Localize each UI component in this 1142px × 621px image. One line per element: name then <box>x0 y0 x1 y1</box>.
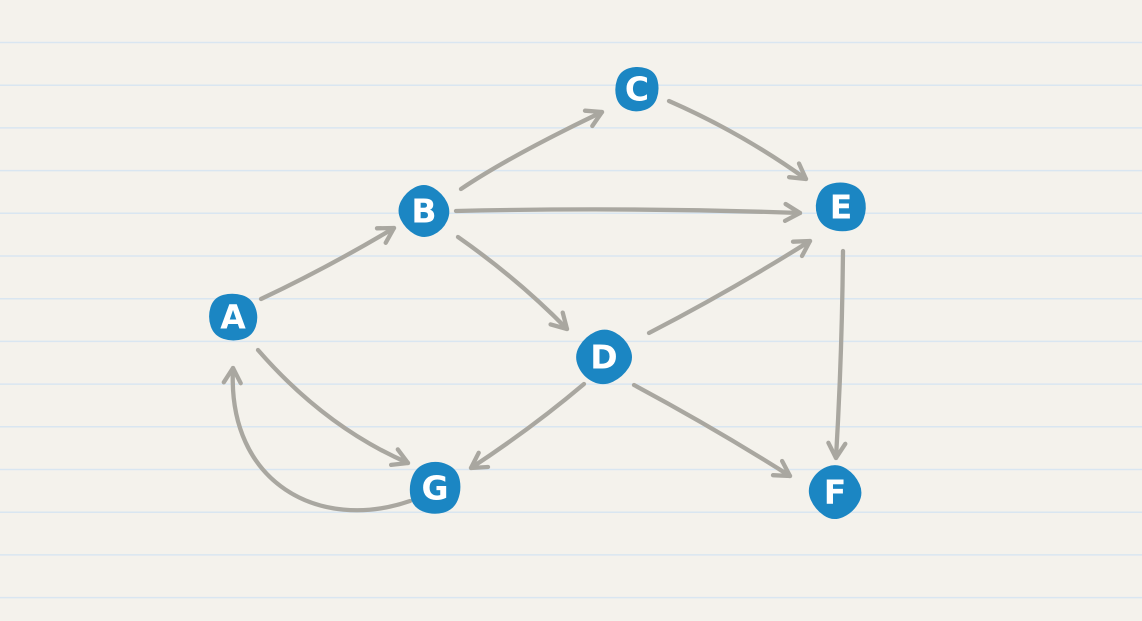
edge-line <box>666 98 809 182</box>
edge-line <box>646 238 813 336</box>
edge-line <box>631 382 793 479</box>
edge-line <box>258 225 397 302</box>
arrowhead-icon <box>790 238 813 259</box>
arrowhead-icon <box>826 440 848 461</box>
edge-line <box>833 248 846 461</box>
edge-line <box>230 365 413 513</box>
node-circle <box>815 182 866 232</box>
edge-line <box>455 234 570 332</box>
edge-D-E <box>646 238 813 336</box>
edge-A-G <box>255 347 411 468</box>
arrowhead-icon <box>582 108 605 129</box>
node-E: E <box>815 182 866 232</box>
node-label: F <box>824 473 847 512</box>
arrowhead-icon <box>388 447 411 468</box>
node-circle <box>615 66 659 112</box>
edge-B-C <box>458 108 605 192</box>
edge-line <box>468 381 587 471</box>
graph-edges <box>221 98 848 513</box>
edge-E-F <box>826 248 848 461</box>
node-label: D <box>590 338 617 377</box>
node-label: A <box>220 298 246 337</box>
arrowhead-icon <box>221 365 243 386</box>
edge-line <box>453 207 803 216</box>
node-B: B <box>398 184 450 237</box>
arrowhead-icon <box>374 225 397 245</box>
ruled-lines <box>0 41 1142 599</box>
node-circle <box>398 184 450 237</box>
edge-A-B <box>258 225 397 302</box>
node-label: B <box>411 192 436 231</box>
edge-B-D <box>455 234 570 332</box>
edge-line <box>458 109 605 192</box>
node-label: G <box>421 469 448 508</box>
arrowhead-icon <box>770 458 793 479</box>
arrowhead-icon <box>468 450 491 471</box>
edge-G-A <box>221 365 413 513</box>
node-circle <box>576 329 633 385</box>
node-F: F <box>808 465 862 520</box>
node-C: C <box>615 66 659 112</box>
arrowhead-icon <box>782 201 803 224</box>
edge-B-E <box>453 201 803 224</box>
node-label: E <box>830 188 853 227</box>
edge-C-E <box>666 98 809 182</box>
node-G: G <box>409 461 461 514</box>
graph-nodes: A B C D E F G <box>209 66 866 520</box>
node-circle <box>209 293 258 341</box>
edge-D-G <box>468 381 587 471</box>
edge-D-F <box>631 382 793 479</box>
node-A: A <box>209 293 258 341</box>
node-label: C <box>625 70 649 109</box>
arrowhead-icon <box>548 310 570 332</box>
node-D: D <box>576 329 633 385</box>
edge-line <box>255 347 411 466</box>
node-circle <box>808 465 862 520</box>
node-circle <box>409 461 461 514</box>
arrowhead-icon <box>786 161 809 182</box>
